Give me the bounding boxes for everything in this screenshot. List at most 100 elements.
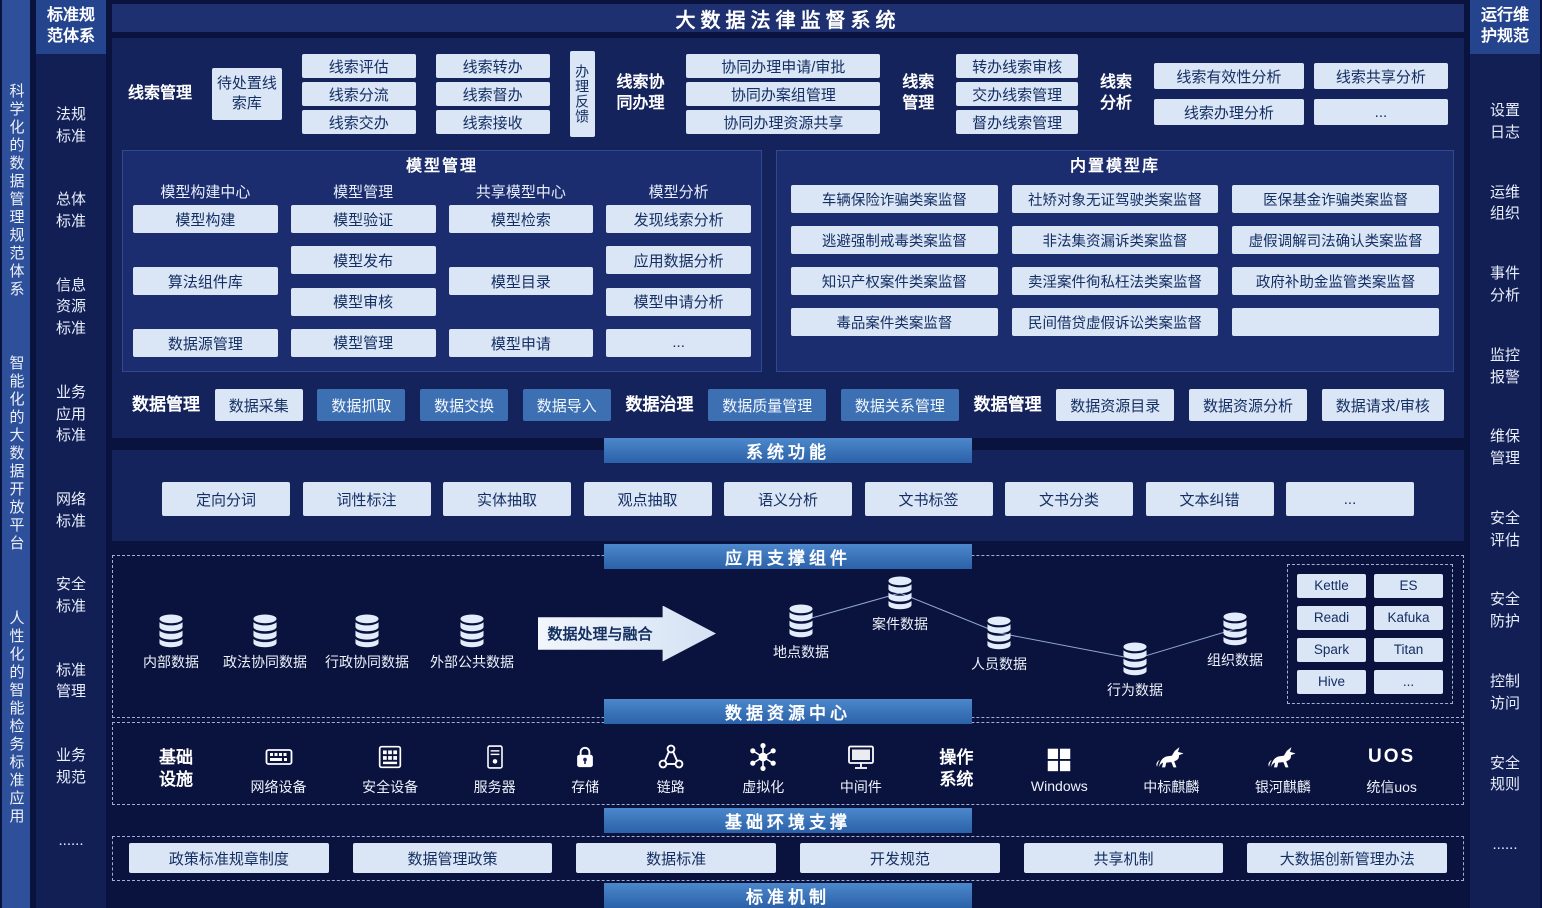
policy-panel: 政策标准规章制度 数据管理政策 数据标准 开发规范 共享机制 大数据创新管理办法 (112, 835, 1464, 881)
policy-share-mechanism-box: 共享机制 (1023, 843, 1224, 874)
data-request-box: 数据请求/审核 (1321, 389, 1444, 421)
app-support-bar: 应用支撑组件 (604, 543, 972, 569)
node-label: 案件数据 (872, 615, 928, 632)
node-label: 人员数据 (971, 655, 1027, 672)
policy-innovation-mgmt-box: 大数据创新管理办法 (1247, 843, 1448, 874)
data-flow-connectors (800, 592, 1236, 660)
clue-collab-col: 协同办理申请/审批 协同办案组管理 协同办理资源共享 (686, 54, 881, 134)
components-box: Kettle ES Readi Kafuka Spark Titan Hive … (1287, 563, 1453, 704)
clue-collab-label: 线索协同办理 (616, 74, 665, 112)
supervise-manage-box: 督办线索管理 (956, 110, 1079, 134)
sidebar-item-security-assess: 安全评估 (1489, 509, 1520, 549)
kylin-logo-icon (1266, 741, 1300, 773)
library-cell: 车辆保险诈骗类案监督 (791, 185, 998, 213)
policy-dev-spec-box: 开发规范 (800, 843, 1000, 874)
sidebar-item-ellipsis: ...... (58, 832, 84, 850)
node-location-data: 地点数据 (755, 604, 847, 662)
sidebar-item-business-spec: 业务规范 (55, 747, 86, 786)
sidebar-item-security-standard: 安全标准 (55, 576, 86, 615)
system-functions-panel: 系统功能 定向分词 词性标注 实体抽取 观点抽取 语义分析 文书标签 文书分类 … (112, 438, 1464, 541)
model-columns: 模型构建中心 模型构建 算法组件库 数据源管理 模型管理 模型验证 模型发布 模… (133, 181, 751, 357)
library-cell: 民间借贷虚假诉讼类案监督 (1011, 308, 1219, 336)
windows-logo-icon (1044, 744, 1074, 774)
app-support-panel: 应用支撑组件 内部数据 政法协同数据 行政协同数据 外部公共数据 数据处理与融合 (112, 543, 1464, 718)
database-icon (457, 614, 487, 648)
source-label: 外部公共数据 (430, 653, 514, 670)
func-opinion-extraction: 观点抽取 (583, 482, 712, 516)
slogan-3: 人性化的智能检务标准应用 (7, 609, 25, 826)
pending-clue-pool-box: 待处置线索库 (211, 68, 282, 120)
handling-feedback-box: 办理反馈 (569, 51, 595, 137)
data-analysis-box: 数据资源分析 (1188, 389, 1307, 421)
model-management-panel: 模型管理 模型构建中心 模型构建 算法组件库 数据源管理 模型管理 模型验证 (122, 150, 762, 372)
shared-model-center-col: 共享模型中心 模型检索 模型目录 模型申请 (448, 181, 594, 357)
data-resource-center-bar: 数据资源中心 (604, 698, 972, 724)
uos-logo: UOS (1368, 746, 1416, 768)
system-functions-row: 定向分词 词性标注 实体抽取 观点抽取 语义分析 文书标签 文书分类 文本纠错 … (112, 482, 1464, 516)
component-spark: Spark (1297, 637, 1366, 662)
policy-data-mgmt-box: 数据管理政策 (352, 843, 553, 874)
clue-validity-analysis-box: 线索有效性分析 (1153, 63, 1304, 89)
component-readi: Readi (1297, 605, 1366, 630)
model-build-box: 模型构建 (133, 205, 278, 233)
source-admin-collab-data: 行政协同数据 (321, 614, 413, 672)
clue-transfer-box: 线索转办 (435, 54, 550, 78)
collab-apply-box: 协同办理申请/审批 (686, 54, 881, 78)
sidebar-item-overall-standard: 总体标准 (55, 191, 86, 230)
model-analysis-col: 模型分析 发现线索分析 应用数据分析 模型申请分析 ... (606, 181, 751, 357)
left-slogan-strip: 科学化的数据管理规范体系 智能化的大数据开放平台 人性化的智能检务标准应用 (2, 0, 30, 908)
slogan-2: 智能化的大数据开放平台 (7, 355, 25, 553)
sidebar-item-monitor-alarm: 监控报警 (1489, 346, 1520, 386)
sidebar-item-business-app-standard: 业务应用标准 (55, 383, 86, 445)
database-icon (250, 614, 280, 648)
infra-storage: 存储 (571, 741, 599, 797)
component-hive: Hive (1297, 669, 1366, 694)
model-manage-box: 模型管理 (290, 328, 436, 357)
env-support-bar: 基础环境支撑 (604, 807, 972, 833)
data-catalog-box: 数据资源目录 (1056, 389, 1175, 421)
func-text-correction: 文本纠错 (1145, 482, 1274, 516)
component-kafuka: Kafuka (1374, 605, 1443, 630)
sidebar-item-ellipsis: ...... (1492, 836, 1518, 854)
clue-process-col1: 线索评估 线索分流 线索交办 (301, 54, 416, 134)
model-band: 模型管理 模型构建中心 模型构建 算法组件库 数据源管理 模型管理 模型验证 (112, 150, 1464, 372)
func-doc-classification: 文书分类 (1005, 482, 1133, 516)
node-label: 行为数据 (1107, 681, 1163, 698)
model-col3-header: 共享模型中心 (475, 184, 566, 201)
transfer-review-box: 转办线索审核 (956, 54, 1079, 78)
infra-virtualization: 虚拟化 (742, 741, 784, 797)
sidebar-item-log-setting: 设置日志 (1489, 102, 1520, 141)
database-icon (156, 614, 186, 648)
model-apply-box: 模型申请 (448, 329, 594, 357)
top-panel: 线索管理 待处置线索库 线索评估 线索分流 线索交办 线索转办 线索督办 线索接… (112, 38, 1464, 438)
lock-icon (571, 741, 599, 773)
model-catalog-box: 模型目录 (448, 267, 594, 295)
infra-security-device: 安全设备 (362, 741, 418, 797)
model-review-box: 模型审核 (290, 287, 436, 316)
os-windows: Windows (1031, 744, 1088, 794)
node-org-data: 组织数据 (1189, 612, 1281, 670)
data-manage-label: 数据管理 (973, 394, 1042, 414)
model-col4-header: 模型分析 (648, 184, 709, 201)
link-nodes-icon (655, 741, 687, 773)
left-sidebar-title: 标准规范体系 (36, 0, 106, 54)
builtin-model-library-panel: 内置模型库 车辆保险诈骗类案监督 社矫对象无证驾驶类案监督 医保基金诈骗类案监督… (776, 150, 1454, 372)
clue-management-row: 线索管理 待处置线索库 线索评估 线索分流 线索交办 线索转办 线索督办 线索接… (112, 38, 1464, 150)
policy-rules-box: 政策标准规章制度 (129, 843, 329, 874)
node-case-data: 案件数据 (854, 576, 946, 634)
infra-link: 链路 (655, 741, 687, 797)
infra-middleware: 中间件 (840, 741, 882, 797)
library-cell: 政府补助金监管类案监督 (1232, 267, 1439, 295)
clue-analysis-grid: 线索有效性分析 线索共享分析 线索办理分析 ... (1153, 63, 1448, 125)
library-cell: 医保基金诈骗类案监督 (1232, 185, 1439, 213)
collab-share-box: 协同办理资源共享 (686, 110, 881, 134)
node-behavior-data: 行为数据 (1089, 642, 1181, 700)
database-icon (1220, 612, 1250, 646)
left-sidebar: 标准规范体系 法规标准 总体标准 信息资源标准 业务应用标准 网络标准 安全标准… (36, 0, 106, 908)
infra-network-device: 网络设备 (251, 741, 307, 797)
left-sidebar-items: 法规标准 总体标准 信息资源标准 业务应用标准 网络标准 安全标准 标准管理 业… (36, 54, 106, 908)
keyboard-icon (263, 741, 295, 773)
component-es: ES (1374, 573, 1443, 598)
node-label: 组织数据 (1207, 651, 1263, 668)
sidebar-item-network-standard: 网络标准 (55, 490, 86, 530)
